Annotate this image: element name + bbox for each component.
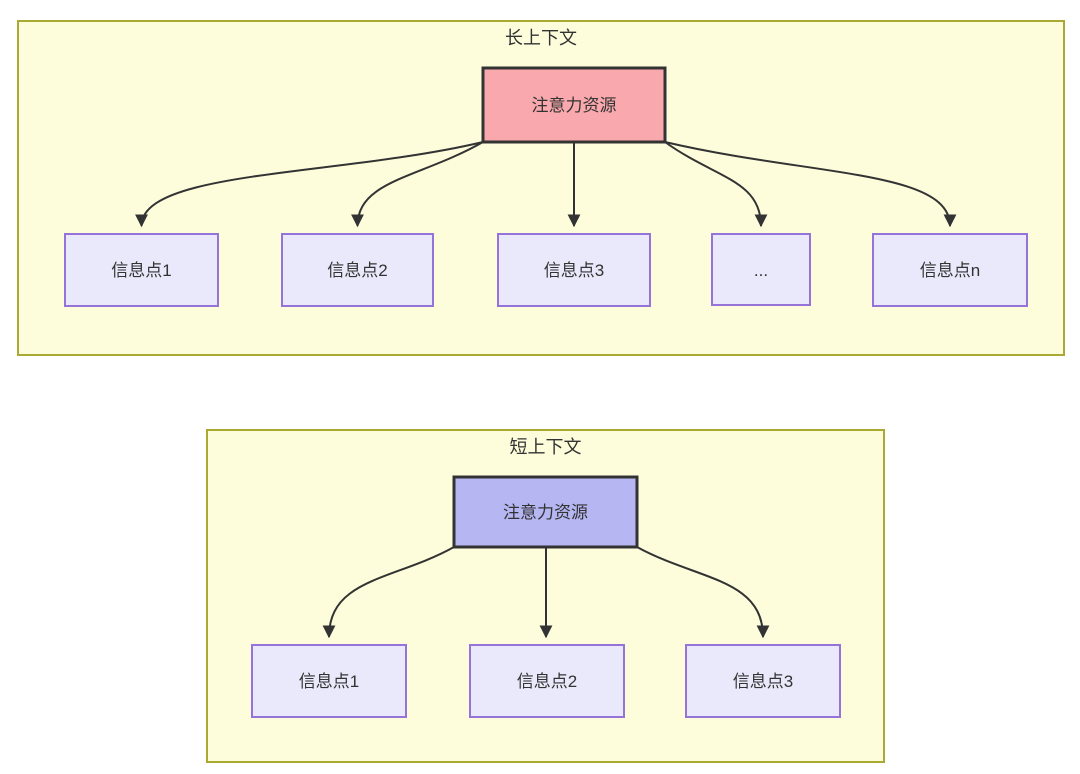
- long-node-5: 信息点n: [872, 233, 1028, 307]
- short-node-3-label: 信息点3: [733, 672, 793, 691]
- short-attention-label: 注意力资源: [503, 503, 588, 522]
- long-node-1-box: [64, 233, 219, 307]
- long-context-diagram: 长上下文 注意力资源 信息点1 信息点2 信息点3: [17, 20, 1065, 356]
- long-node-1-label: 信息点1: [111, 261, 171, 280]
- long-edge-to-node-1: [135, 141, 484, 228]
- long-node-5-box: [872, 233, 1028, 307]
- long-node-4-label: ...: [754, 261, 768, 280]
- long-node-3: 信息点3: [497, 233, 651, 307]
- short-node-2-box: [469, 644, 625, 718]
- short-node-2: 信息点2: [469, 644, 625, 718]
- long-node-2-label: 信息点2: [327, 261, 387, 280]
- long-node-4-box: [711, 233, 811, 306]
- long-node-1: 信息点1: [64, 233, 219, 307]
- short-attention-node: [452, 475, 639, 549]
- short-node-3: 信息点3: [685, 644, 841, 718]
- long-node-2: 信息点2: [281, 233, 434, 307]
- long-attention-label: 注意力资源: [532, 96, 617, 115]
- short-node-3-box: [685, 644, 841, 718]
- long-node-2-box: [281, 233, 434, 307]
- short-edge-to-node-1: [322, 546, 455, 639]
- long-context-title: 长上下文: [505, 28, 577, 48]
- long-edge-to-node-2: [351, 141, 484, 228]
- short-node-1: 信息点1: [251, 644, 407, 718]
- long-attention-node: [481, 66, 667, 144]
- long-node-3-label: 信息点3: [544, 261, 604, 280]
- long-edge-to-node-4: [664, 141, 768, 228]
- short-node-1-label: 信息点1: [299, 672, 359, 691]
- long-node-5-label: 信息点n: [920, 261, 980, 280]
- long-edge-to-node-5: [664, 141, 957, 228]
- short-context-title: 短上下文: [510, 437, 582, 457]
- short-node-2-label: 信息点2: [517, 672, 577, 691]
- short-node-1-box: [251, 644, 407, 718]
- short-edge-to-node-3: [636, 546, 770, 639]
- long-node-3-box: [497, 233, 651, 307]
- short-context-diagram: 短上下文 注意力资源 信息点1 信息点2 信息点3: [206, 429, 885, 763]
- long-node-4: ...: [711, 233, 811, 306]
